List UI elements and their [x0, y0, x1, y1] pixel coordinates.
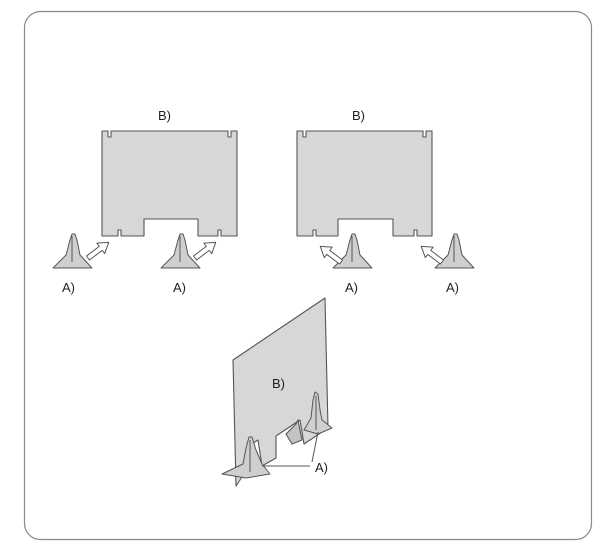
panel-right — [296, 130, 433, 237]
insert-arrow-icon — [420, 245, 445, 265]
step-1-group: B) A) A) — [52, 108, 238, 295]
assembled-view: B) A) — [221, 297, 333, 487]
foot-label: A) — [173, 280, 186, 295]
support-foot-icon — [221, 436, 271, 479]
support-foot-icon — [303, 391, 333, 435]
insert-arrow-icon — [319, 245, 344, 265]
panel-left — [101, 130, 238, 237]
leader-line — [311, 431, 319, 463]
foot-label: A) — [345, 280, 358, 295]
foot-label: A) — [446, 280, 459, 295]
panel-label-right: B) — [352, 108, 365, 123]
insert-arrow-icon — [192, 241, 217, 261]
panel-label-assembled: B) — [272, 376, 285, 391]
support-foot-icon — [285, 419, 303, 445]
insert-arrow-icon — [85, 241, 110, 261]
step-2-group: B) A) A) — [296, 108, 475, 295]
panel-label-left: B) — [158, 108, 171, 123]
foot-label-assembled: A) — [315, 460, 328, 475]
diagram-frame — [23, 10, 593, 541]
foot-label: A) — [62, 280, 75, 295]
